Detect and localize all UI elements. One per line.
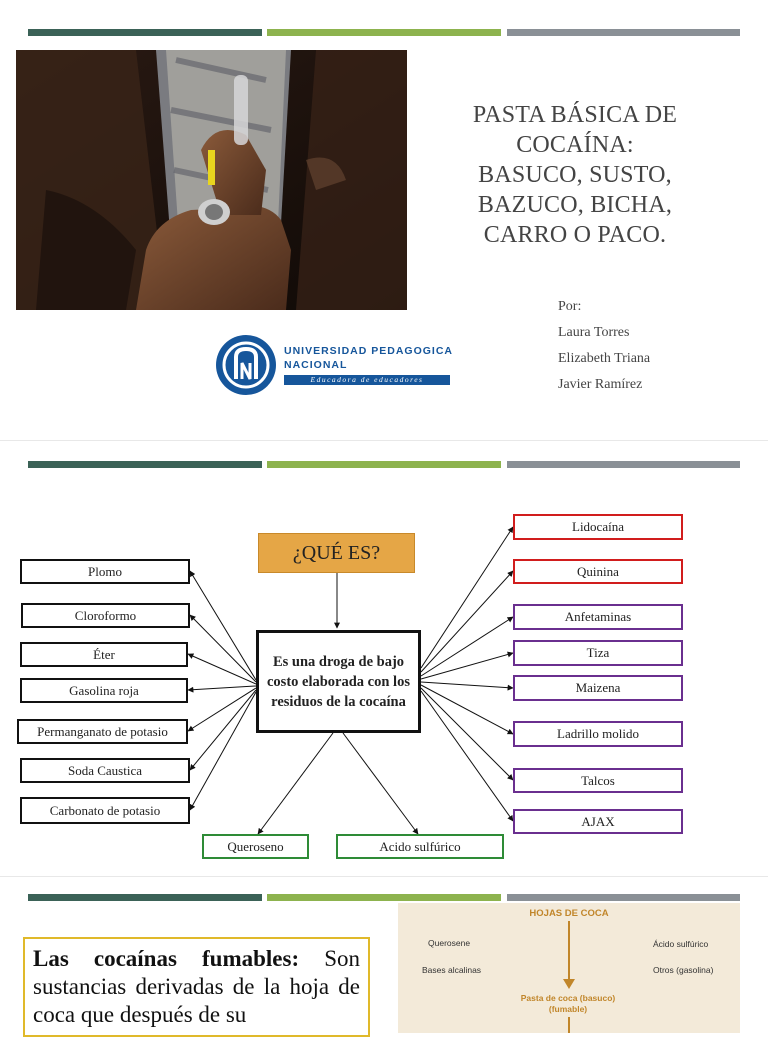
chart-middle-step: Pasta de coca (basuco) (fumable) — [488, 993, 648, 1015]
header-bar-dark — [28, 894, 262, 901]
ingredient-box-right: Anfetaminas — [513, 604, 683, 630]
ingredient-box-left: Soda Caustica — [20, 758, 190, 783]
ingredient-box-right: Maizena — [513, 675, 683, 701]
ingredient-box-left: Gasolina roja — [20, 678, 188, 703]
definition-term: Las cocaínas fumables: — [33, 946, 299, 971]
header-bar-gray — [507, 894, 740, 901]
ingredient-box-left: Éter — [20, 642, 188, 667]
ingredient-box-right: Quinina — [513, 559, 683, 584]
ingredient-box-right: Talcos — [513, 768, 683, 793]
ingredient-box-right: Ladrillo molido — [513, 721, 683, 747]
ingredient-box-left: Cloroformo — [21, 603, 190, 628]
coca-process-chart: HOJAS DE COCA Querosene Bases alcalinas … — [398, 903, 740, 1033]
smokable-cocaine-definition: Las cocaínas fumables: Son sustancias de… — [23, 937, 370, 1037]
definition-center-box: Es una droga de bajo costo elaborada con… — [256, 630, 421, 733]
slide-divider — [0, 876, 768, 877]
chart-middle-line: (fumable) — [488, 1004, 648, 1015]
ingredient-box-right: Lidocaína — [513, 514, 683, 540]
ingredient-box-left: Plomo — [20, 559, 190, 584]
ingredient-box-right: AJAX — [513, 809, 683, 834]
ingredient-box-bottom: Acido sulfúrico — [336, 834, 504, 859]
chart-right-label: Otros (gasolina) — [653, 965, 713, 975]
ingredient-box-left: Carbonato de potasio — [20, 797, 190, 824]
chart-middle-line: Pasta de coca (basuco) — [488, 993, 648, 1004]
chart-right-label: Ácido sulfúrico — [653, 939, 708, 949]
chart-left-label: Bases alcalinas — [422, 965, 481, 975]
que-es-heading: ¿QUÉ ES? — [258, 533, 415, 573]
header-bar-green — [267, 894, 501, 901]
ingredient-box-left: Permanganato de potasio — [17, 719, 188, 744]
ingredient-box-right: Tiza — [513, 640, 683, 666]
ingredient-box-bottom: Queroseno — [202, 834, 309, 859]
chart-left-label: Querosene — [428, 938, 470, 948]
